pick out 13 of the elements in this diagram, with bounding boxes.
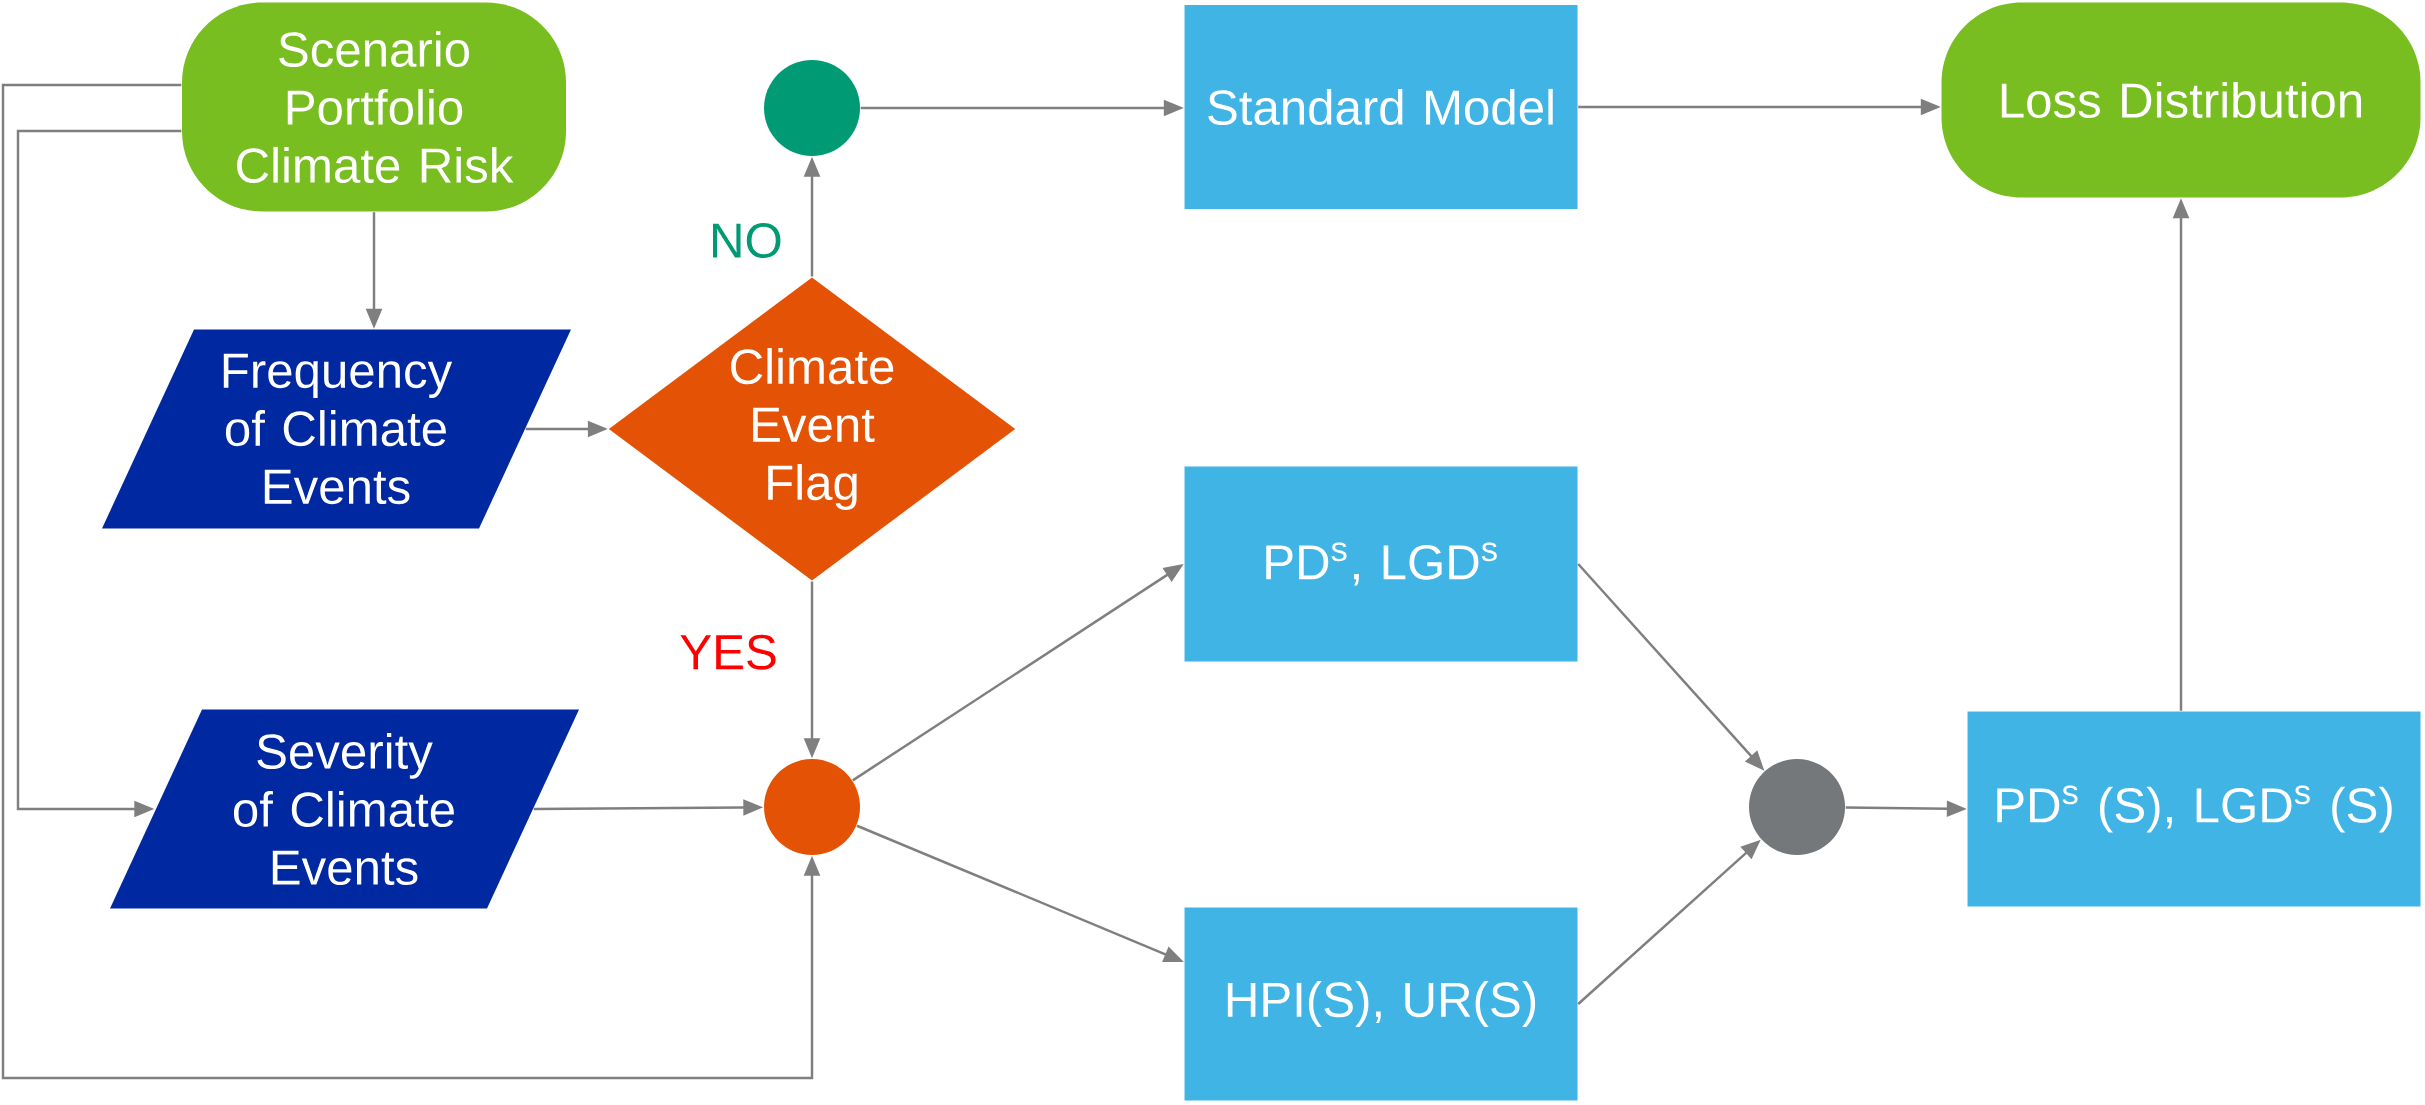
process-box: PD$^{s}$, LGD$^{s}$ bbox=[1184, 466, 1578, 662]
data-parallelogram: Frequency of Climate Events bbox=[102, 329, 571, 529]
edge-label: YES bbox=[680, 634, 776, 670]
connector-circle bbox=[764, 60, 860, 156]
terminal-box: Loss Distribution bbox=[1941, 2, 2421, 198]
terminal-box: Scenario Portfolio Climate Risk bbox=[182, 2, 566, 212]
process-box: HPI(S), UR(S) bbox=[1184, 907, 1578, 1101]
connector-circle bbox=[764, 759, 860, 855]
process-box: PD$^{s}$ (S), LGD$^{s}$ (S) bbox=[1967, 711, 2421, 907]
edge-label: NO bbox=[713, 223, 781, 258]
connector-circle bbox=[1749, 759, 1846, 855]
data-parallelogram: Severity of Climate Events bbox=[110, 709, 579, 909]
process-box: Standard Model bbox=[1184, 5, 1578, 209]
